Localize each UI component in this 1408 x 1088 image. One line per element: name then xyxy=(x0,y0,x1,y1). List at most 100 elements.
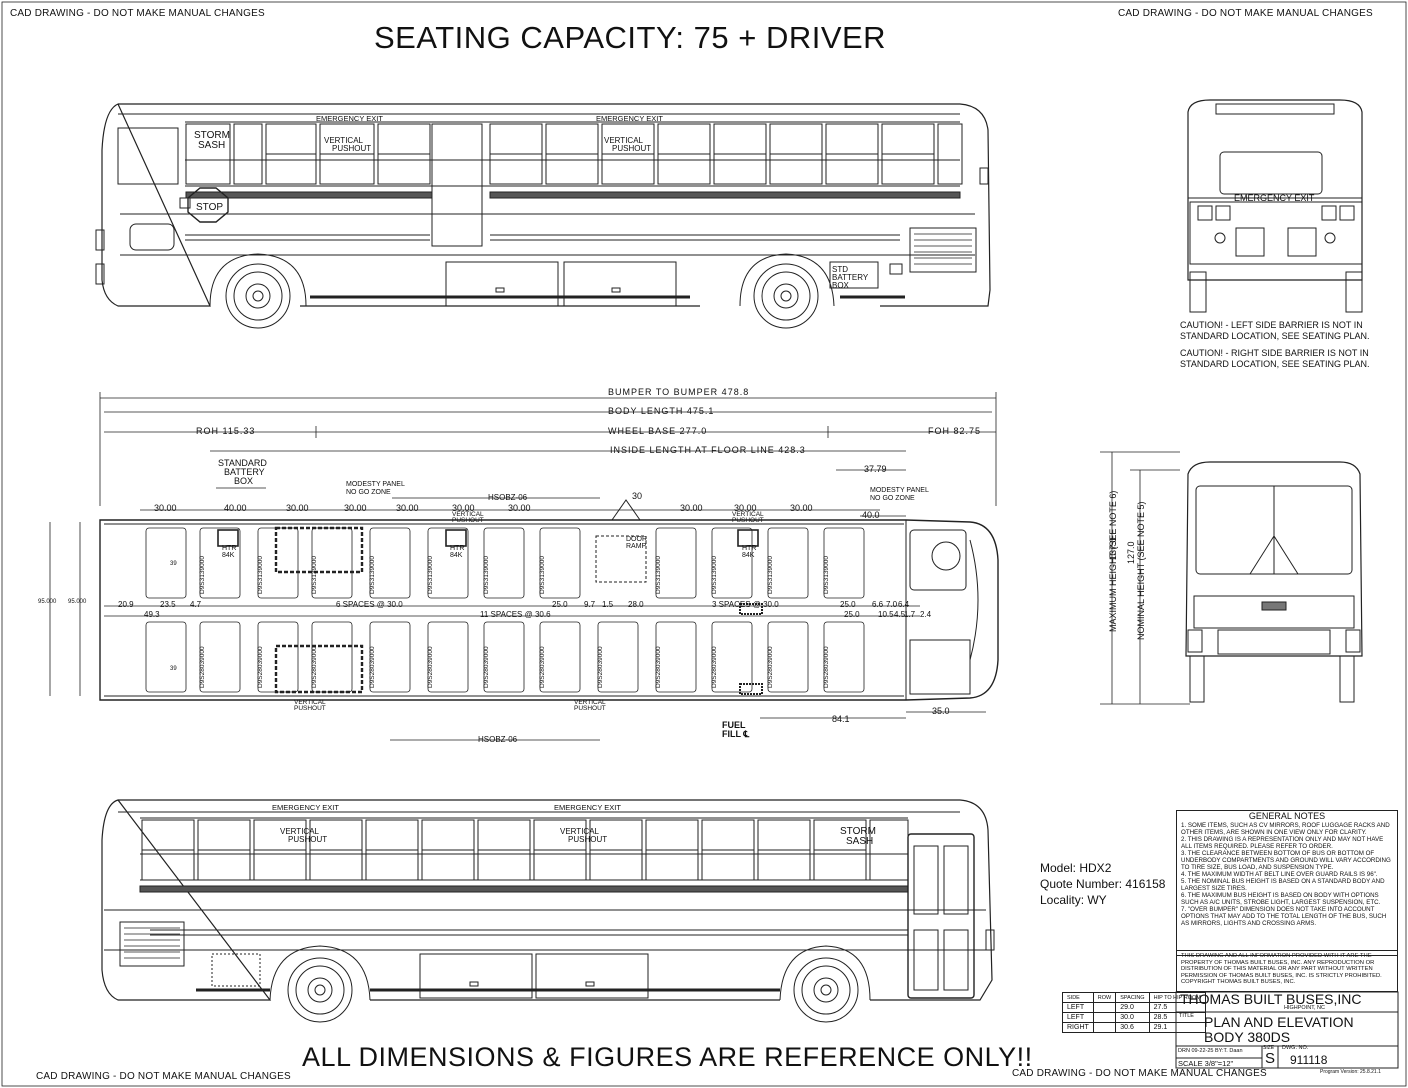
dim-17: 1.7 xyxy=(904,610,916,619)
side-bot-emergency-2: EMERGENCY EXIT xyxy=(554,803,621,812)
plan-door-2: RAMP xyxy=(626,543,647,550)
locality-label: Locality: WY xyxy=(1040,893,1107,907)
company-location: HIGHPOINT, NC xyxy=(1284,1005,1325,1011)
top-spacing-2: 30.00 xyxy=(286,503,309,513)
dim-inside-length: INSIDE LENGTH AT FLOOR LINE 428.3 xyxy=(610,445,806,455)
seat-num-1: 39 xyxy=(170,561,177,567)
seat-code-l8: D9S3139000 xyxy=(655,556,662,594)
dim-body-length: BODY LENGTH 475.1 xyxy=(608,406,714,416)
stop-sign-label: STOP xyxy=(196,202,223,213)
battery-label-1: STD xyxy=(832,265,848,274)
seat-code-l9: D9S3139000 xyxy=(711,556,718,594)
fuel-label-1: FUEL xyxy=(722,720,746,730)
dim-roh: ROH 115.33 xyxy=(196,426,255,436)
plan-pushout-bot-1: VERTICAL xyxy=(294,699,326,706)
rear-emergency-exit: EMERGENCY EXIT xyxy=(1234,193,1315,203)
note-4: 4. THE MAXIMUM WIDTH AT BELT LINE OVER G… xyxy=(1181,871,1378,878)
plan-view xyxy=(99,499,999,701)
side-bot-storm-2: SASH xyxy=(846,836,873,847)
plan-standard-3: BOX xyxy=(234,476,253,486)
side-elevation-top xyxy=(95,103,991,329)
drawn-by: DRN 09-22-25 BY:T. Daan xyxy=(1178,1048,1243,1054)
side-bot-pushout-1b: PUSHOUT xyxy=(288,835,327,844)
quote-label: Quote Number: 416158 xyxy=(1040,877,1166,891)
th-spacing: SPACING xyxy=(1115,992,1150,1003)
cell xyxy=(1092,1002,1117,1013)
page-title: SEATING CAPACITY: 75 + DRIVER xyxy=(374,20,887,55)
model-label: Model: HDX2 xyxy=(1040,861,1112,875)
table-row: LEFT 30.0 28.5 xyxy=(1062,1012,1206,1023)
table-row: RIGHT 30.6 29.1 xyxy=(1062,1022,1206,1033)
dim-width-b: 95.000 xyxy=(68,599,87,605)
copyright-notice: THIS DRAWING AND ALL INFORMATION PROVIDE… xyxy=(1176,950,1398,992)
dim-64: 6.4 xyxy=(898,600,910,609)
dim-bumper: BUMPER TO BUMPER 478.8 xyxy=(608,387,749,397)
seat-code-l2: D9S3139000 xyxy=(257,556,264,594)
seat-code-l6: D9S3139000 xyxy=(483,556,490,594)
dimension-lines xyxy=(49,392,1190,741)
plan-pushout-top-1b: PUSHOUT xyxy=(452,517,484,524)
seat-num-2: 39 xyxy=(170,666,177,672)
cell: 30.6 xyxy=(1115,1022,1150,1033)
side-bot-pushout-1a: VERTICAL xyxy=(280,827,320,836)
drawing-title-2: BODY 380DS xyxy=(1204,1029,1291,1045)
cell: 29.0 xyxy=(1115,1002,1150,1013)
fuel-label-2: FILL ℄ xyxy=(722,729,749,739)
company-name: THOMAS BUILT BUSES,INC xyxy=(1180,991,1362,1007)
seat-code-l10: D9S3139000 xyxy=(767,556,774,594)
cell: 29.1 xyxy=(1148,1022,1206,1033)
note-6: 6. THE MAXIMUM BUS HEIGHT IS BASED ON BO… xyxy=(1181,892,1381,906)
banner-top-right: CAD DRAWING - DO NOT MAKE MANUAL CHANGES xyxy=(1118,8,1373,19)
seat-code-l11: D9S3139000 xyxy=(823,556,830,594)
seat-code-r8: D9S28039000 xyxy=(597,646,604,688)
top-spacing-3: 30.00 xyxy=(344,503,367,513)
side-top-pushout-1a: VERTICAL xyxy=(324,136,364,145)
caution-right: CAUTION! - RIGHT SIDE BARRIER IS NOT IN … xyxy=(1180,348,1370,369)
plan-pushout-top-2b: PUSHOUT xyxy=(732,517,764,524)
side-bot-storm-1: STORM xyxy=(840,826,876,837)
plan-htr-1: HTR xyxy=(222,545,236,552)
dim-97: 9.7 xyxy=(584,600,596,609)
plan-modesty-1b: NO GO ZONE xyxy=(346,489,391,496)
dim-235: 23.5 xyxy=(160,600,176,609)
side-bot-pushout-2a: VERTICAL xyxy=(560,827,600,836)
dim-451: 4.5 xyxy=(894,610,906,619)
note-2: 2. THIS DRAWING IS A REPRESENTATION ONLY… xyxy=(1181,836,1384,850)
side-top-pushout-1b: PUSHOUT xyxy=(332,144,371,153)
general-notes-title: GENERAL NOTES xyxy=(1248,811,1326,821)
dim-25c: 25.0 xyxy=(844,610,860,619)
plan-modesty-2a: MODESTY PANEL xyxy=(870,487,929,494)
plan-pushout-bot-2: VERTICAL xyxy=(574,699,606,706)
dim-40: 40.0 xyxy=(862,510,880,520)
dwg-label: DWG. NO. xyxy=(1282,1045,1309,1051)
seat-code-r7: D9S28039000 xyxy=(539,646,546,688)
dim-47: 4.7 xyxy=(190,600,202,609)
front-view xyxy=(1185,461,1363,703)
cell: 28.5 xyxy=(1148,1012,1206,1023)
cell: 30.0 xyxy=(1115,1012,1150,1023)
seat-code-l5: D9S3139000 xyxy=(427,556,434,594)
plan-modesty-2b: NO GO ZONE xyxy=(870,495,915,502)
plan-pushout-top-1: VERTICAL xyxy=(452,511,484,518)
banner-bottom-left: CAD DRAWING - DO NOT MAKE MANUAL CHANGES xyxy=(36,1071,291,1082)
seat-code-r11: D9S28039000 xyxy=(767,646,774,688)
cell: RIGHT xyxy=(1062,1022,1094,1033)
general-notes: GENERAL NOTES 1. SOME ITEMS, SUCH AS CV … xyxy=(1176,810,1398,956)
dim-hsobz: HSOBZ-06 xyxy=(488,493,528,502)
seat-code-r12: D9S28039000 xyxy=(823,646,830,688)
side-top-pushout-2b: PUSHOUT xyxy=(612,144,651,153)
dim-15: 1.5 xyxy=(602,600,614,609)
top-spacing-6: 30.00 xyxy=(508,503,531,513)
dim-28: 28.0 xyxy=(628,600,644,609)
note-1: 1. SOME ITEMS, SUCH AS CV MIRRORS, ROOF … xyxy=(1181,822,1390,836)
dim-350: 35.0 xyxy=(932,706,950,716)
note-5: 5. THE NOMINAL BUS HEIGHT IS BASED ON A … xyxy=(1181,878,1385,892)
dim-105: 10.5 xyxy=(878,610,894,619)
dim-24: 2.4 xyxy=(920,610,932,619)
dim-eleven-spaces: 11 SPACES @ 30.6 xyxy=(480,610,551,619)
dim-max-height-val: 137.0 xyxy=(1108,537,1118,560)
dim-three-spaces: 3 SPACES @ 30.0 xyxy=(712,600,779,609)
plan-htr-3: HTR xyxy=(742,545,756,552)
